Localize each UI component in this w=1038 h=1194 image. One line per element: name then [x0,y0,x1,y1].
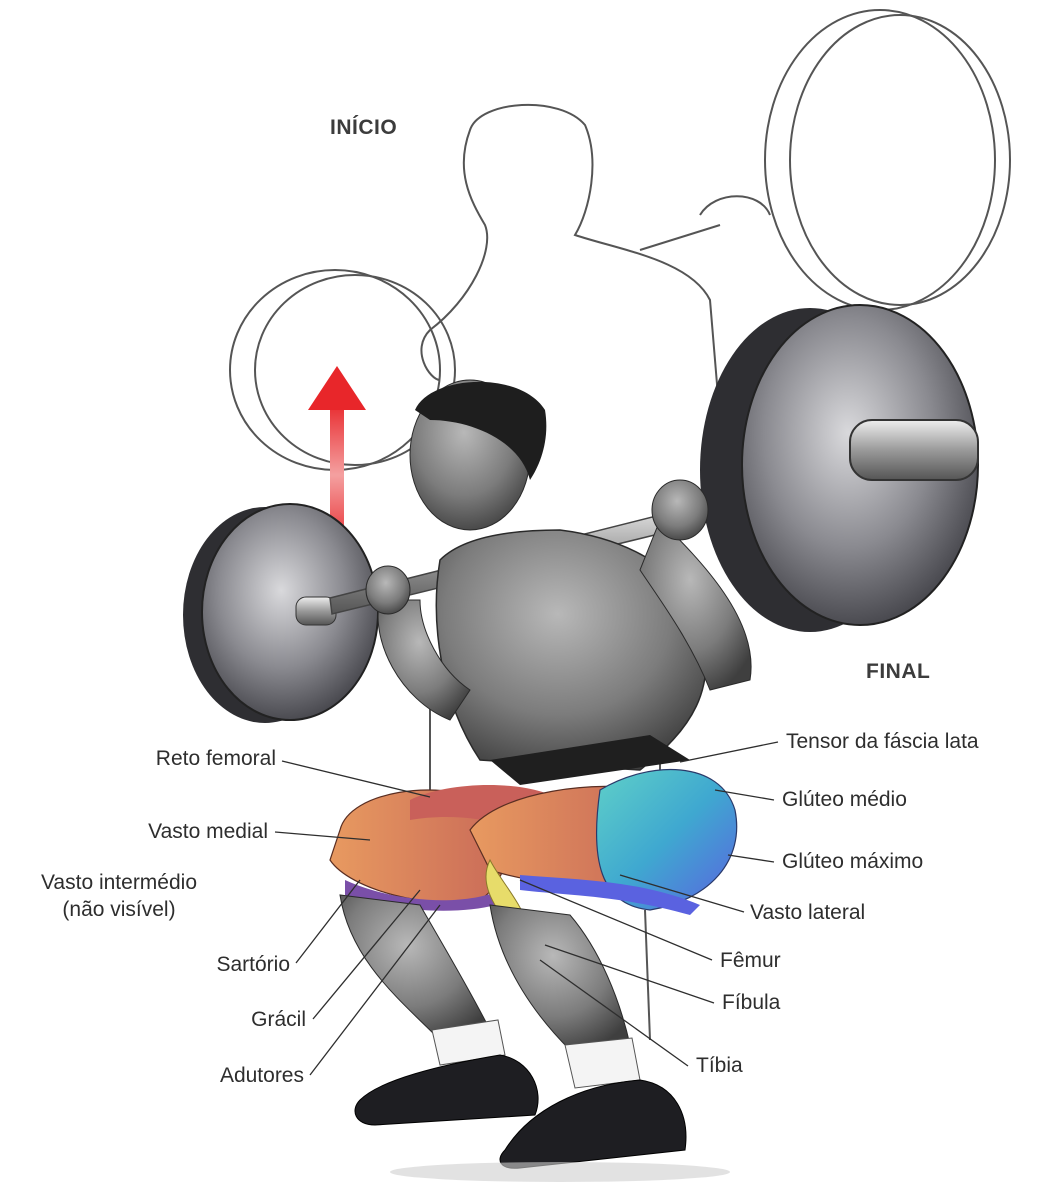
label-vasto-medial: Vasto medial [148,820,268,844]
phase-start-label: INÍCIO [330,116,397,140]
phase-end-label: FINAL [866,660,930,684]
label-gluteo-maximo: Glúteo máximo [782,850,923,874]
athlete-figure [330,380,751,1182]
left-shoe [355,1055,538,1125]
label-gluteo-medio: Glúteo médio [782,788,907,812]
label-tibia: Tíbia [696,1054,743,1078]
right-sock [565,1038,640,1088]
label-vasto-intermedio: Vasto intermédio (não visível) [14,871,224,922]
label-sartorio: Sartório [216,953,290,977]
label-fibula: Fíbula [722,991,780,1015]
label-vasto-lateral: Vasto lateral [750,901,865,925]
barbell-left-plate [183,504,378,723]
outline-figure [421,105,770,420]
label-gracil: Grácil [251,1008,306,1032]
label-femur: Fêmur [720,949,781,973]
label-vasto-intermedio-line2: (não visível) [14,898,224,922]
left-hand [366,566,410,614]
label-tensor-fascia-lata: Tensor da fáscia lata [786,730,979,754]
label-adutores: Adutores [220,1064,304,1088]
right-shin [490,905,630,1050]
floor-shadow [390,1162,730,1182]
left-shin [340,895,490,1040]
right-hand [652,480,708,540]
outline-plate-back-right-2 [790,15,1010,305]
label-vasto-intermedio-line1: Vasto intermédio [14,871,224,895]
label-reto-femoral: Reto femoral [156,747,276,771]
outline-plate-back-right [765,10,995,310]
barbell-right-plate [700,305,978,632]
